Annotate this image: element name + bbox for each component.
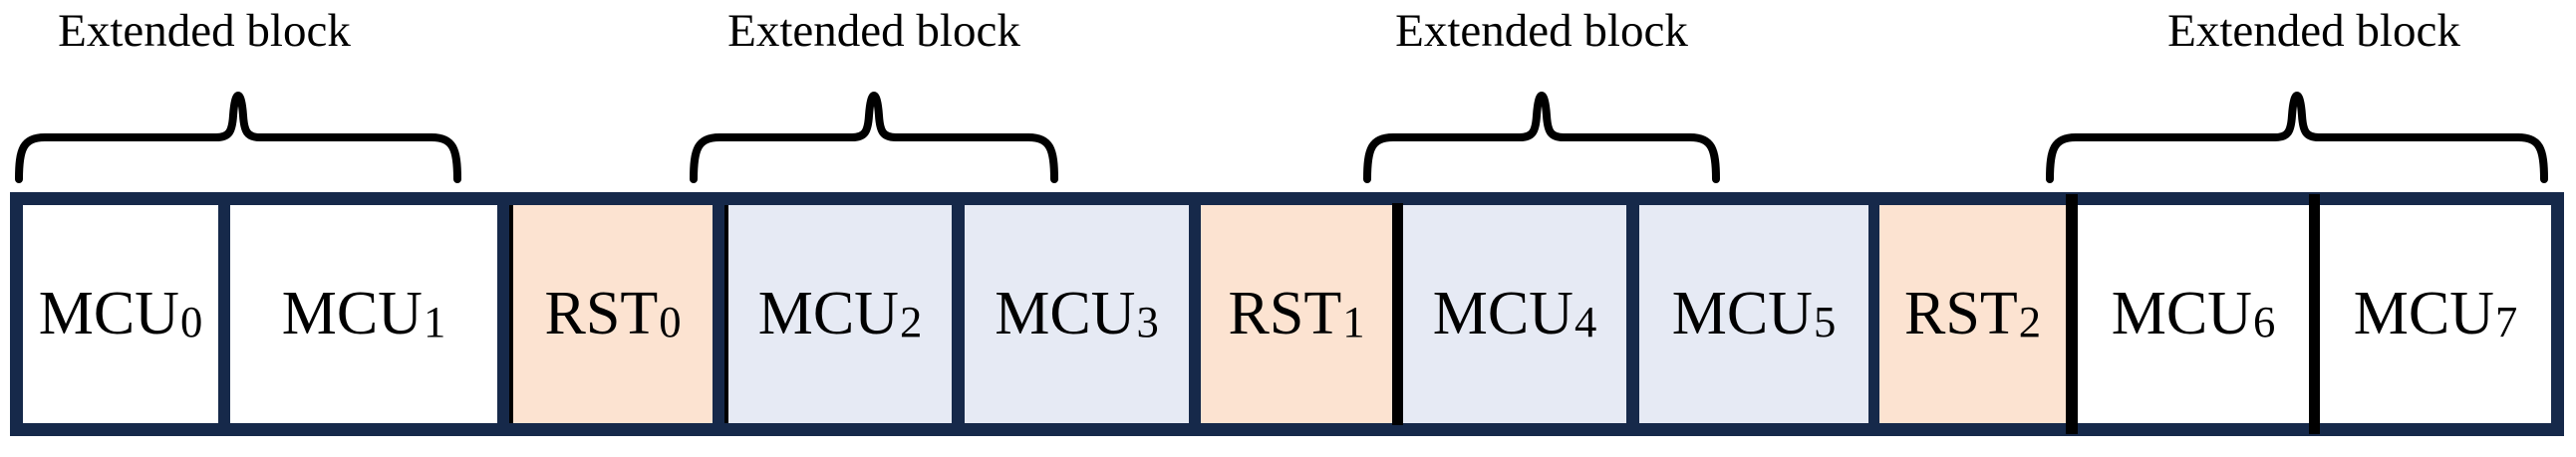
separator xyxy=(1626,205,1639,423)
separator xyxy=(2309,194,2320,434)
extended-block-label: Extended block xyxy=(727,5,1020,57)
separator xyxy=(497,205,509,423)
separator xyxy=(952,205,965,423)
curly-brace xyxy=(2046,92,2548,183)
extended-block-label: Extended block xyxy=(1395,5,1688,57)
curly-brace xyxy=(15,92,461,183)
separator xyxy=(713,205,724,423)
separator xyxy=(1392,203,1403,425)
separator xyxy=(1189,205,1201,423)
separator xyxy=(1868,205,1879,423)
separator xyxy=(218,205,230,423)
extended-block-label: Extended block xyxy=(58,5,351,57)
curly-brace xyxy=(1363,92,1720,183)
separator xyxy=(2066,194,2078,434)
curly-brace xyxy=(690,92,1058,183)
extended-block-label: Extended block xyxy=(2167,5,2460,57)
